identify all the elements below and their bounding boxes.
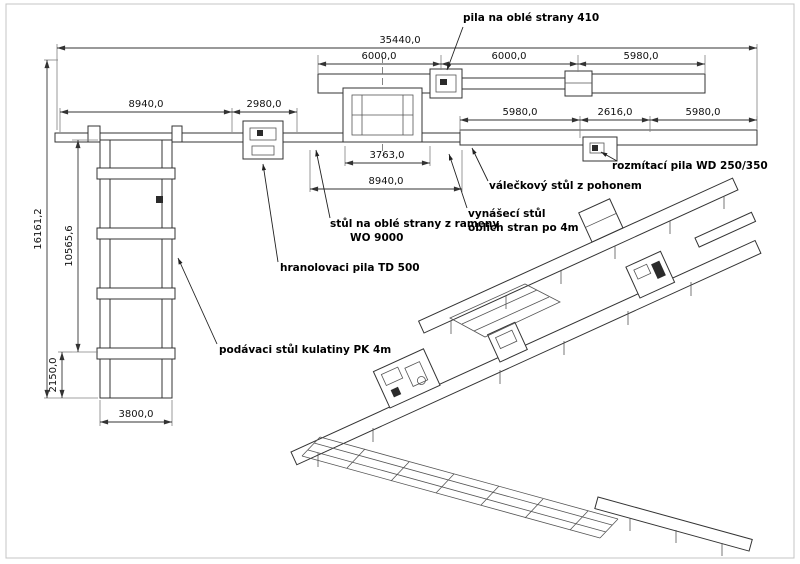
isometric-view (290, 177, 762, 556)
dim-total-length: 35440,0 (379, 35, 420, 46)
wd-machine-iso (625, 250, 676, 299)
log-deck-structure (87, 125, 183, 399)
dim-center-width: 3763,0 (370, 150, 405, 161)
dim-vert-bottom: 2150,0 (48, 358, 59, 393)
dimension-vertical: 16161,2 10565,6 2150,0 (33, 59, 98, 399)
dimension-main-left: 8940,0 2980,0 (59, 99, 298, 132)
dimension-center-machine: 3763,0 8940,0 (309, 146, 463, 192)
dim-top-seg-3: 5980,0 (624, 51, 659, 62)
td500-machine-iso (372, 348, 441, 409)
label-vynaseci-stul-line1: vynášecí stůl (468, 207, 545, 220)
dim-center-total: 8940,0 (369, 176, 404, 187)
label-valeckovy-stul: válečkový stůl z pohonem (489, 179, 642, 192)
dim-vert-total: 16161,2 (33, 208, 44, 249)
dim-deck-width: 3800,0 (119, 409, 154, 420)
label-podavaci-stul: podávaci stůl kulatiny PK 4m (219, 343, 391, 356)
label-stul-oble-line1: stůl na oblé strany z rameny (330, 217, 499, 230)
callout-hranolovaci-pila: hranolovaci pila TD 500 (261, 163, 420, 274)
callout-podavaci-stul: podávaci stůl kulatiny PK 4m (177, 257, 391, 356)
top-branch-transfer-box (564, 70, 593, 97)
dim-main-right-2: 2616,0 (598, 107, 633, 118)
label-stul-oble-line2: WO 9000 (350, 232, 403, 244)
dim-main-right-3: 5980,0 (686, 107, 721, 118)
dimension-main-right: 5980,0 2616,0 5980,0 (459, 107, 758, 138)
dim-top-seg-2: 6000,0 (492, 51, 527, 62)
td500-machine (242, 120, 284, 160)
dim-main-left-2: 2980,0 (247, 99, 282, 110)
bottom-frame-iso (301, 436, 619, 539)
dim-main-right-1: 5980,0 (503, 107, 538, 118)
callout-valeckovy-stul: válečkový stůl z pohonem (471, 147, 642, 192)
dimension-deck-width: 3800,0 (99, 400, 173, 426)
callout-vynaseci-stul: vynášecí stůl oblich stran po 4m (448, 153, 579, 234)
dim-main-left-1: 8940,0 (129, 99, 164, 110)
wo9000-machine (342, 56, 423, 156)
dimension-top-branch: 6000,0 6000,0 5980,0 (317, 51, 706, 74)
callout-pila-oble-strany: pila na oblé strany 410 (446, 12, 599, 71)
pila-oble-strany-machine (429, 68, 463, 99)
transfer-machine-iso (486, 321, 528, 363)
wd-machine (582, 136, 618, 162)
bottom-right-legs (629, 518, 723, 556)
callout-stul-oble-strany: stůl na oblé strany z rameny WO 9000 (315, 149, 499, 244)
label-rozmitaci-pila: rozmítací pila WD 250/350 (612, 160, 768, 172)
junction-machine-iso (578, 198, 624, 243)
label-vynaseci-stul-line2: oblich stran po 4m (468, 222, 579, 234)
outfeed-platform-iso (449, 283, 561, 338)
dim-top-seg-1: 6000,0 (362, 51, 397, 62)
label-hranolovaci-pila: hranolovaci pila TD 500 (280, 262, 420, 274)
dim-vert-deck: 10565,6 (64, 225, 75, 266)
upper-conveyor-legs (450, 196, 725, 334)
dimension-total-length: 35440,0 (56, 35, 758, 130)
callout-rozmitaci-pila: rozmítací pila WD 250/350 (600, 151, 768, 172)
label-pila-oble-strany: pila na oblé strany 410 (463, 12, 599, 24)
sheet-border (5, 3, 795, 559)
